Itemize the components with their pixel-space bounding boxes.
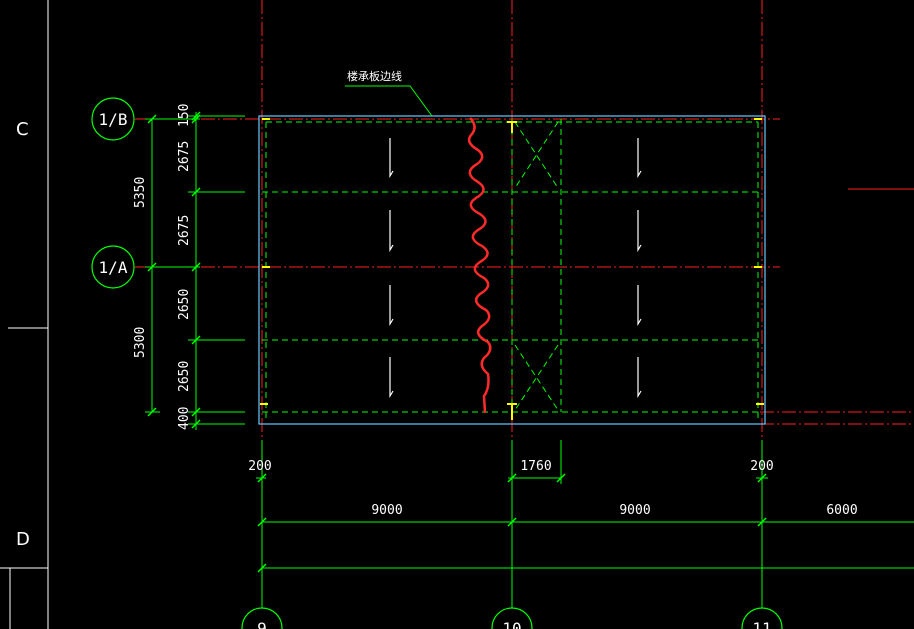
dim-5300: 5300 bbox=[133, 327, 148, 358]
column-markers bbox=[260, 118, 764, 420]
dim-label-200-left: 200 bbox=[248, 459, 271, 474]
dim-2650-b: 2650 bbox=[177, 361, 192, 392]
break-line bbox=[467, 117, 492, 414]
opening-cross-2b bbox=[514, 344, 559, 411]
left-dimensions bbox=[145, 112, 245, 430]
axis-bubble-11-circle bbox=[741, 607, 783, 629]
dim-5350: 5350 bbox=[133, 177, 148, 208]
dim-2675-b: 2675 bbox=[177, 215, 192, 246]
dim-label-1760: 1760 bbox=[520, 459, 551, 474]
axis-bubble-10-circle bbox=[491, 607, 533, 629]
opening-cross-2a bbox=[514, 344, 559, 411]
dim-label-9000-b: 9000 bbox=[619, 503, 650, 518]
opening-cross-1b bbox=[514, 121, 559, 189]
deck-arrow-r3-right bbox=[637, 285, 642, 327]
axis-bubble-11-label: 11 bbox=[752, 619, 771, 629]
axis-bubble-9[interactable]: 9 bbox=[241, 607, 283, 629]
deck-arrow-r3-left bbox=[389, 285, 394, 327]
deck-arrow-r1-right bbox=[637, 138, 642, 179]
slab-edge-outline bbox=[258, 115, 766, 425]
row-label-c: C bbox=[16, 119, 29, 140]
deck-arrow-r4-left bbox=[389, 357, 394, 399]
deck-arrow-r2-left bbox=[389, 210, 394, 253]
axis-bubble-1a-circle bbox=[91, 245, 135, 289]
dim-2650-a: 2650 bbox=[177, 289, 192, 320]
deck-direction-arrows bbox=[389, 138, 642, 399]
axis-bubble-1a[interactable]: 1/A bbox=[91, 245, 135, 289]
axis-bubble-10[interactable]: 10 bbox=[491, 607, 533, 629]
axis-bubble-9-circle bbox=[241, 607, 283, 629]
dim-label-9000-a: 9000 bbox=[371, 503, 402, 518]
dim-2675-a: 2675 bbox=[177, 141, 192, 172]
axis-bubble-1b[interactable]: 1/B bbox=[91, 97, 135, 141]
left-frame-panel: C D bbox=[0, 0, 49, 629]
annotation-label: 楼承板边线 bbox=[347, 69, 402, 83]
left-dimension-ticks bbox=[147, 111, 201, 429]
bottom-dimensions bbox=[256, 440, 914, 629]
deck-arrow-r2-right bbox=[637, 210, 642, 253]
axis-bubble-9-label: 9 bbox=[257, 619, 267, 629]
bottom-dimension-ticks bbox=[257, 473, 767, 573]
axis-bubble-1b-circle bbox=[91, 97, 135, 141]
dim-400: 400 bbox=[177, 407, 192, 430]
slab-edge bbox=[258, 115, 766, 425]
deck-arrow-r1-left bbox=[389, 138, 394, 179]
slab-edge-annotation[interactable]: 楼承板边线 bbox=[345, 69, 433, 117]
axis-bubble-1a-label: 1/A bbox=[99, 258, 128, 277]
opening-cross-1a bbox=[514, 121, 559, 189]
dim-label-6000: 6000 bbox=[826, 503, 857, 518]
axis-bubble-10-label: 10 bbox=[502, 619, 521, 629]
row-label-d: D bbox=[16, 529, 30, 550]
dim-150: 150 bbox=[177, 104, 192, 127]
deck-arrow-r4-right bbox=[637, 357, 642, 399]
dim-label-200-right: 200 bbox=[750, 459, 773, 474]
axis-bubble-11[interactable]: 11 bbox=[741, 607, 783, 629]
axis-bubble-1b-label: 1/B bbox=[99, 110, 128, 129]
annotation-leader bbox=[345, 85, 433, 117]
